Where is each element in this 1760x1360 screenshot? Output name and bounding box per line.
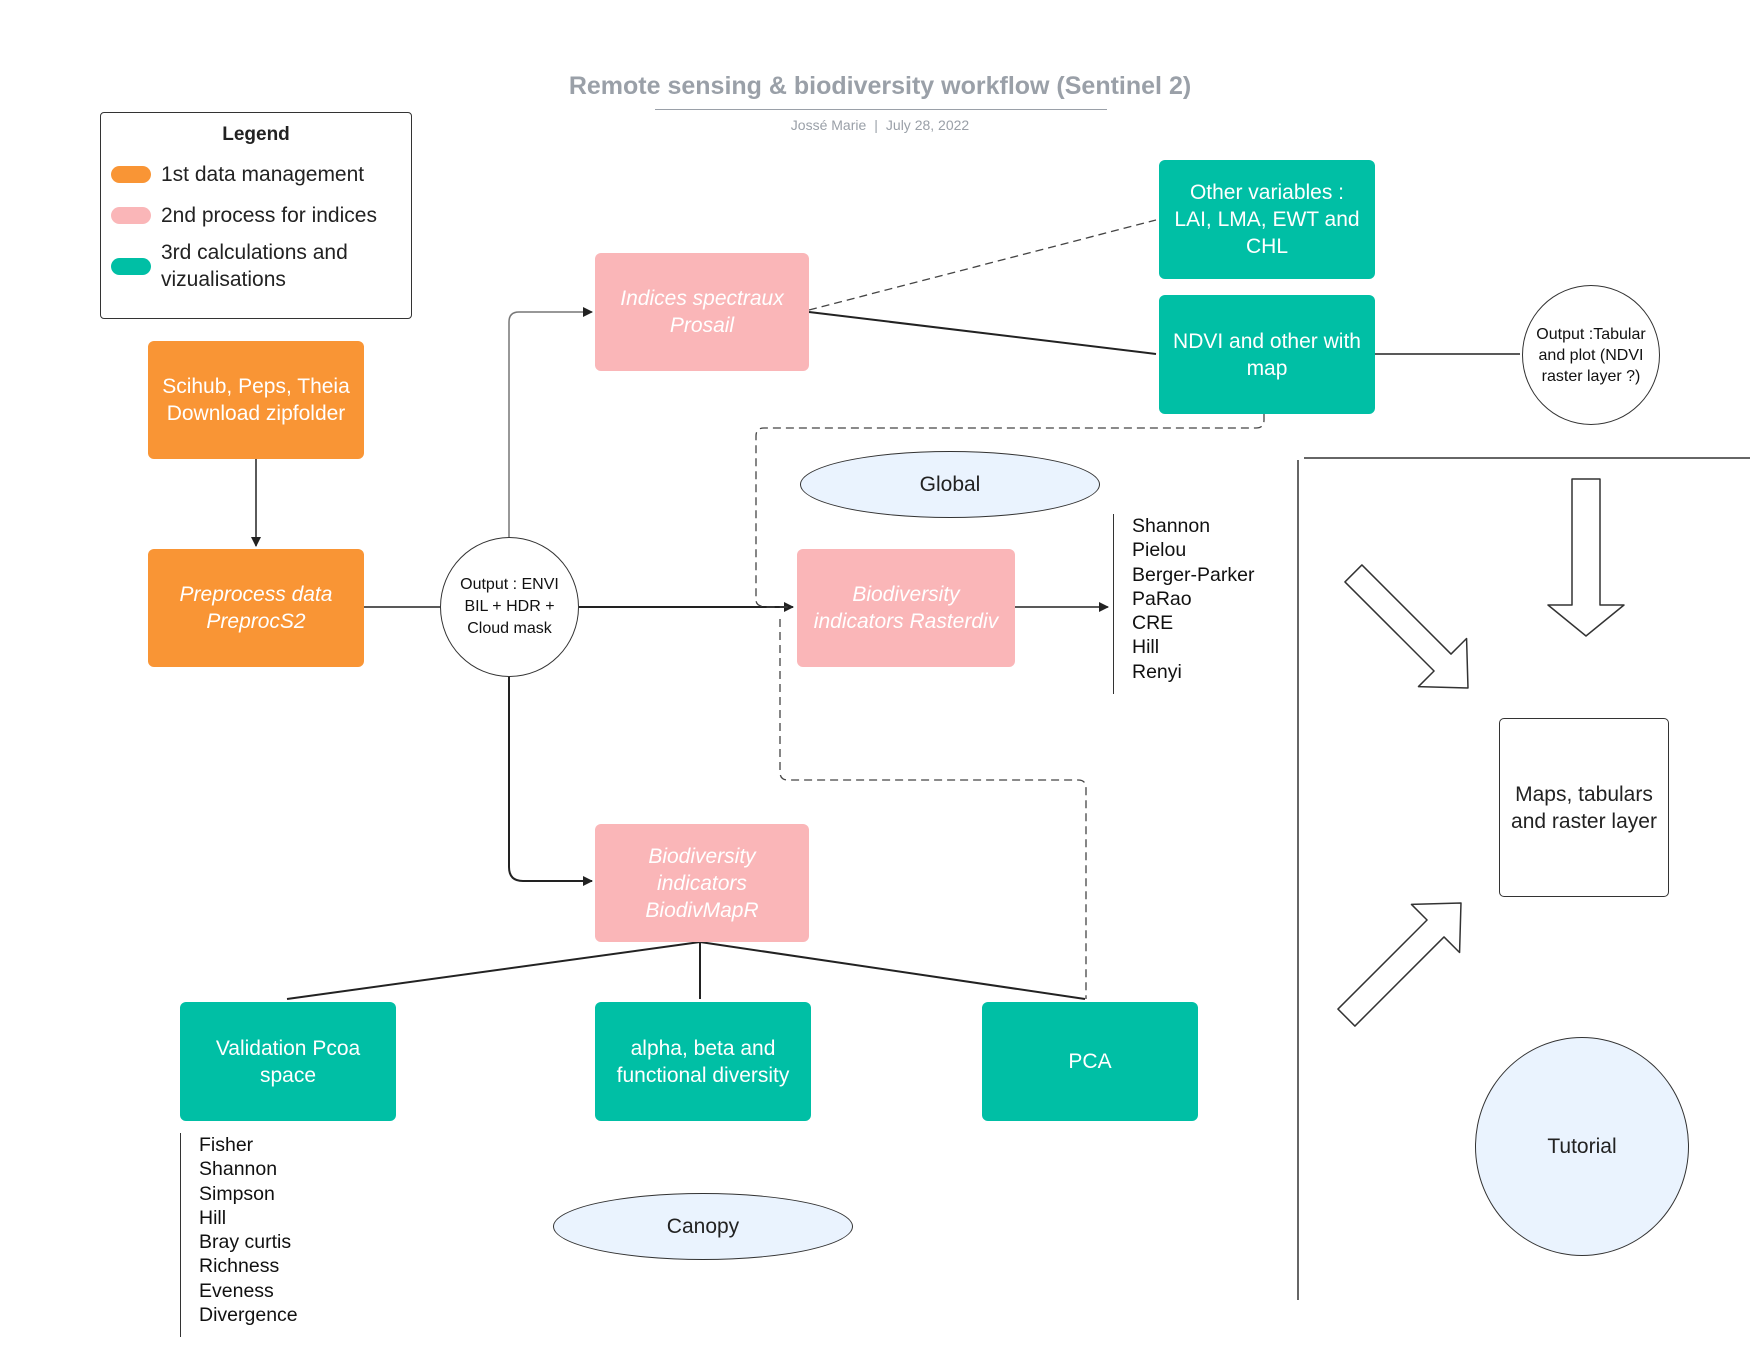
legend-label: 1st data management bbox=[161, 163, 365, 186]
node-rasterdiv[interactable]: Biodiversity indicators Rasterdiv bbox=[797, 549, 1015, 667]
node-preprocess[interactable]: Preprocess data PreprocS2 bbox=[148, 549, 364, 667]
legend: Legend 1st data management 2nd process f… bbox=[100, 112, 412, 319]
list-item: Shannon bbox=[1132, 515, 1211, 537]
legend-label: 3rd calculations and vizualisations bbox=[161, 241, 348, 291]
edge-ndvi-rasterdiv-dashed bbox=[755, 414, 1265, 608]
node-validation-pcoa[interactable]: Validation Pcoa space bbox=[180, 1002, 396, 1121]
node-indices-prosail[interactable]: Indices spectraux Prosail bbox=[595, 253, 809, 371]
list-item: Fisher bbox=[199, 1134, 254, 1156]
list-item: Hill bbox=[1132, 636, 1160, 659]
legend-label: 2nd process for indices bbox=[161, 204, 377, 227]
list-item: Shannon bbox=[199, 1158, 278, 1181]
legend-item-indices: 2nd process for indices bbox=[111, 202, 401, 229]
node-tutorial[interactable]: Tutorial bbox=[1475, 1037, 1689, 1256]
validation-index-list: Fisher Shannon Simpson Hill Bray curtis … bbox=[180, 1133, 298, 1337]
legend-item-data-management: 1st data management bbox=[111, 161, 401, 188]
legend-swatch-orange bbox=[111, 166, 151, 183]
edge-output-indices bbox=[508, 307, 593, 537]
legend-title: Legend bbox=[222, 124, 290, 145]
list-item: Renyi bbox=[1132, 660, 1182, 683]
edge-indices-othervars bbox=[808, 219, 1157, 311]
list-item: PaRao bbox=[1132, 587, 1192, 610]
legend-swatch-pink bbox=[111, 207, 151, 224]
node-alpha-beta-diversity[interactable]: alpha, beta and functional diversity bbox=[595, 1002, 811, 1121]
list-item: Divergence bbox=[199, 1304, 298, 1327]
node-maps-tabulars[interactable]: Maps, tabulars and raster layer bbox=[1499, 718, 1669, 897]
node-output-envi[interactable]: Output : ENVI BIL + HDR + Cloud mask bbox=[440, 537, 579, 677]
scope-global: Global bbox=[800, 451, 1100, 518]
page-title: Remote sensing & biodiversity workflow (… bbox=[568, 72, 1192, 100]
document-date: July 28, 2022 bbox=[885, 117, 970, 133]
rasterdiv-index-list: Shannon Pielou Berger-Parker PaRao CRE H… bbox=[1113, 514, 1254, 694]
edge-biodiv-pca bbox=[699, 941, 1086, 1000]
page-subtitle: Jossé Marie | July 28, 2022 bbox=[0, 117, 1760, 133]
node-other-variables[interactable]: Other variables : LAI, LMA, EWT and CHL bbox=[1159, 160, 1375, 279]
edge-output-biodivmapr bbox=[508, 677, 593, 886]
node-output-tabular[interactable]: Output :Tabular and plot (NDVI raster la… bbox=[1522, 285, 1660, 425]
list-item: Hill bbox=[199, 1206, 227, 1229]
list-item: Bray curtis bbox=[199, 1231, 292, 1254]
list-item: Richness bbox=[199, 1255, 280, 1278]
title-underline bbox=[655, 109, 1107, 110]
list-item: Pielou bbox=[1132, 539, 1187, 562]
node-download[interactable]: Scihub, Peps, Theia Download zipfolder bbox=[148, 341, 364, 459]
author-name: Jossé Marie bbox=[790, 117, 867, 133]
list-item: Berger-Parker bbox=[1132, 563, 1255, 586]
edge-rasterdiv-pca-dashed bbox=[779, 619, 1087, 999]
node-pca[interactable]: PCA bbox=[982, 1002, 1198, 1121]
subtitle-separator: | bbox=[874, 117, 878, 133]
list-item: CRE bbox=[1132, 612, 1174, 635]
arrow-down-right-icon bbox=[1344, 564, 1469, 689]
node-ndvi[interactable]: NDVI and other with map bbox=[1159, 295, 1375, 414]
edge-indices-ndvi bbox=[808, 311, 1157, 355]
edge-biodiv-validation bbox=[286, 941, 701, 1000]
list-item: Eveness bbox=[199, 1279, 274, 1302]
legend-swatch-teal bbox=[111, 257, 151, 275]
arrow-down-icon bbox=[1547, 478, 1625, 637]
legend-item-calculations: 3rd calculations and vizualisations bbox=[111, 239, 401, 293]
scope-canopy: Canopy bbox=[553, 1193, 853, 1260]
list-item: Simpson bbox=[199, 1182, 275, 1205]
arrow-up-right-icon bbox=[1337, 902, 1462, 1027]
node-biodivmapr[interactable]: Biodiversity indicators BiodivMapR bbox=[595, 824, 809, 942]
